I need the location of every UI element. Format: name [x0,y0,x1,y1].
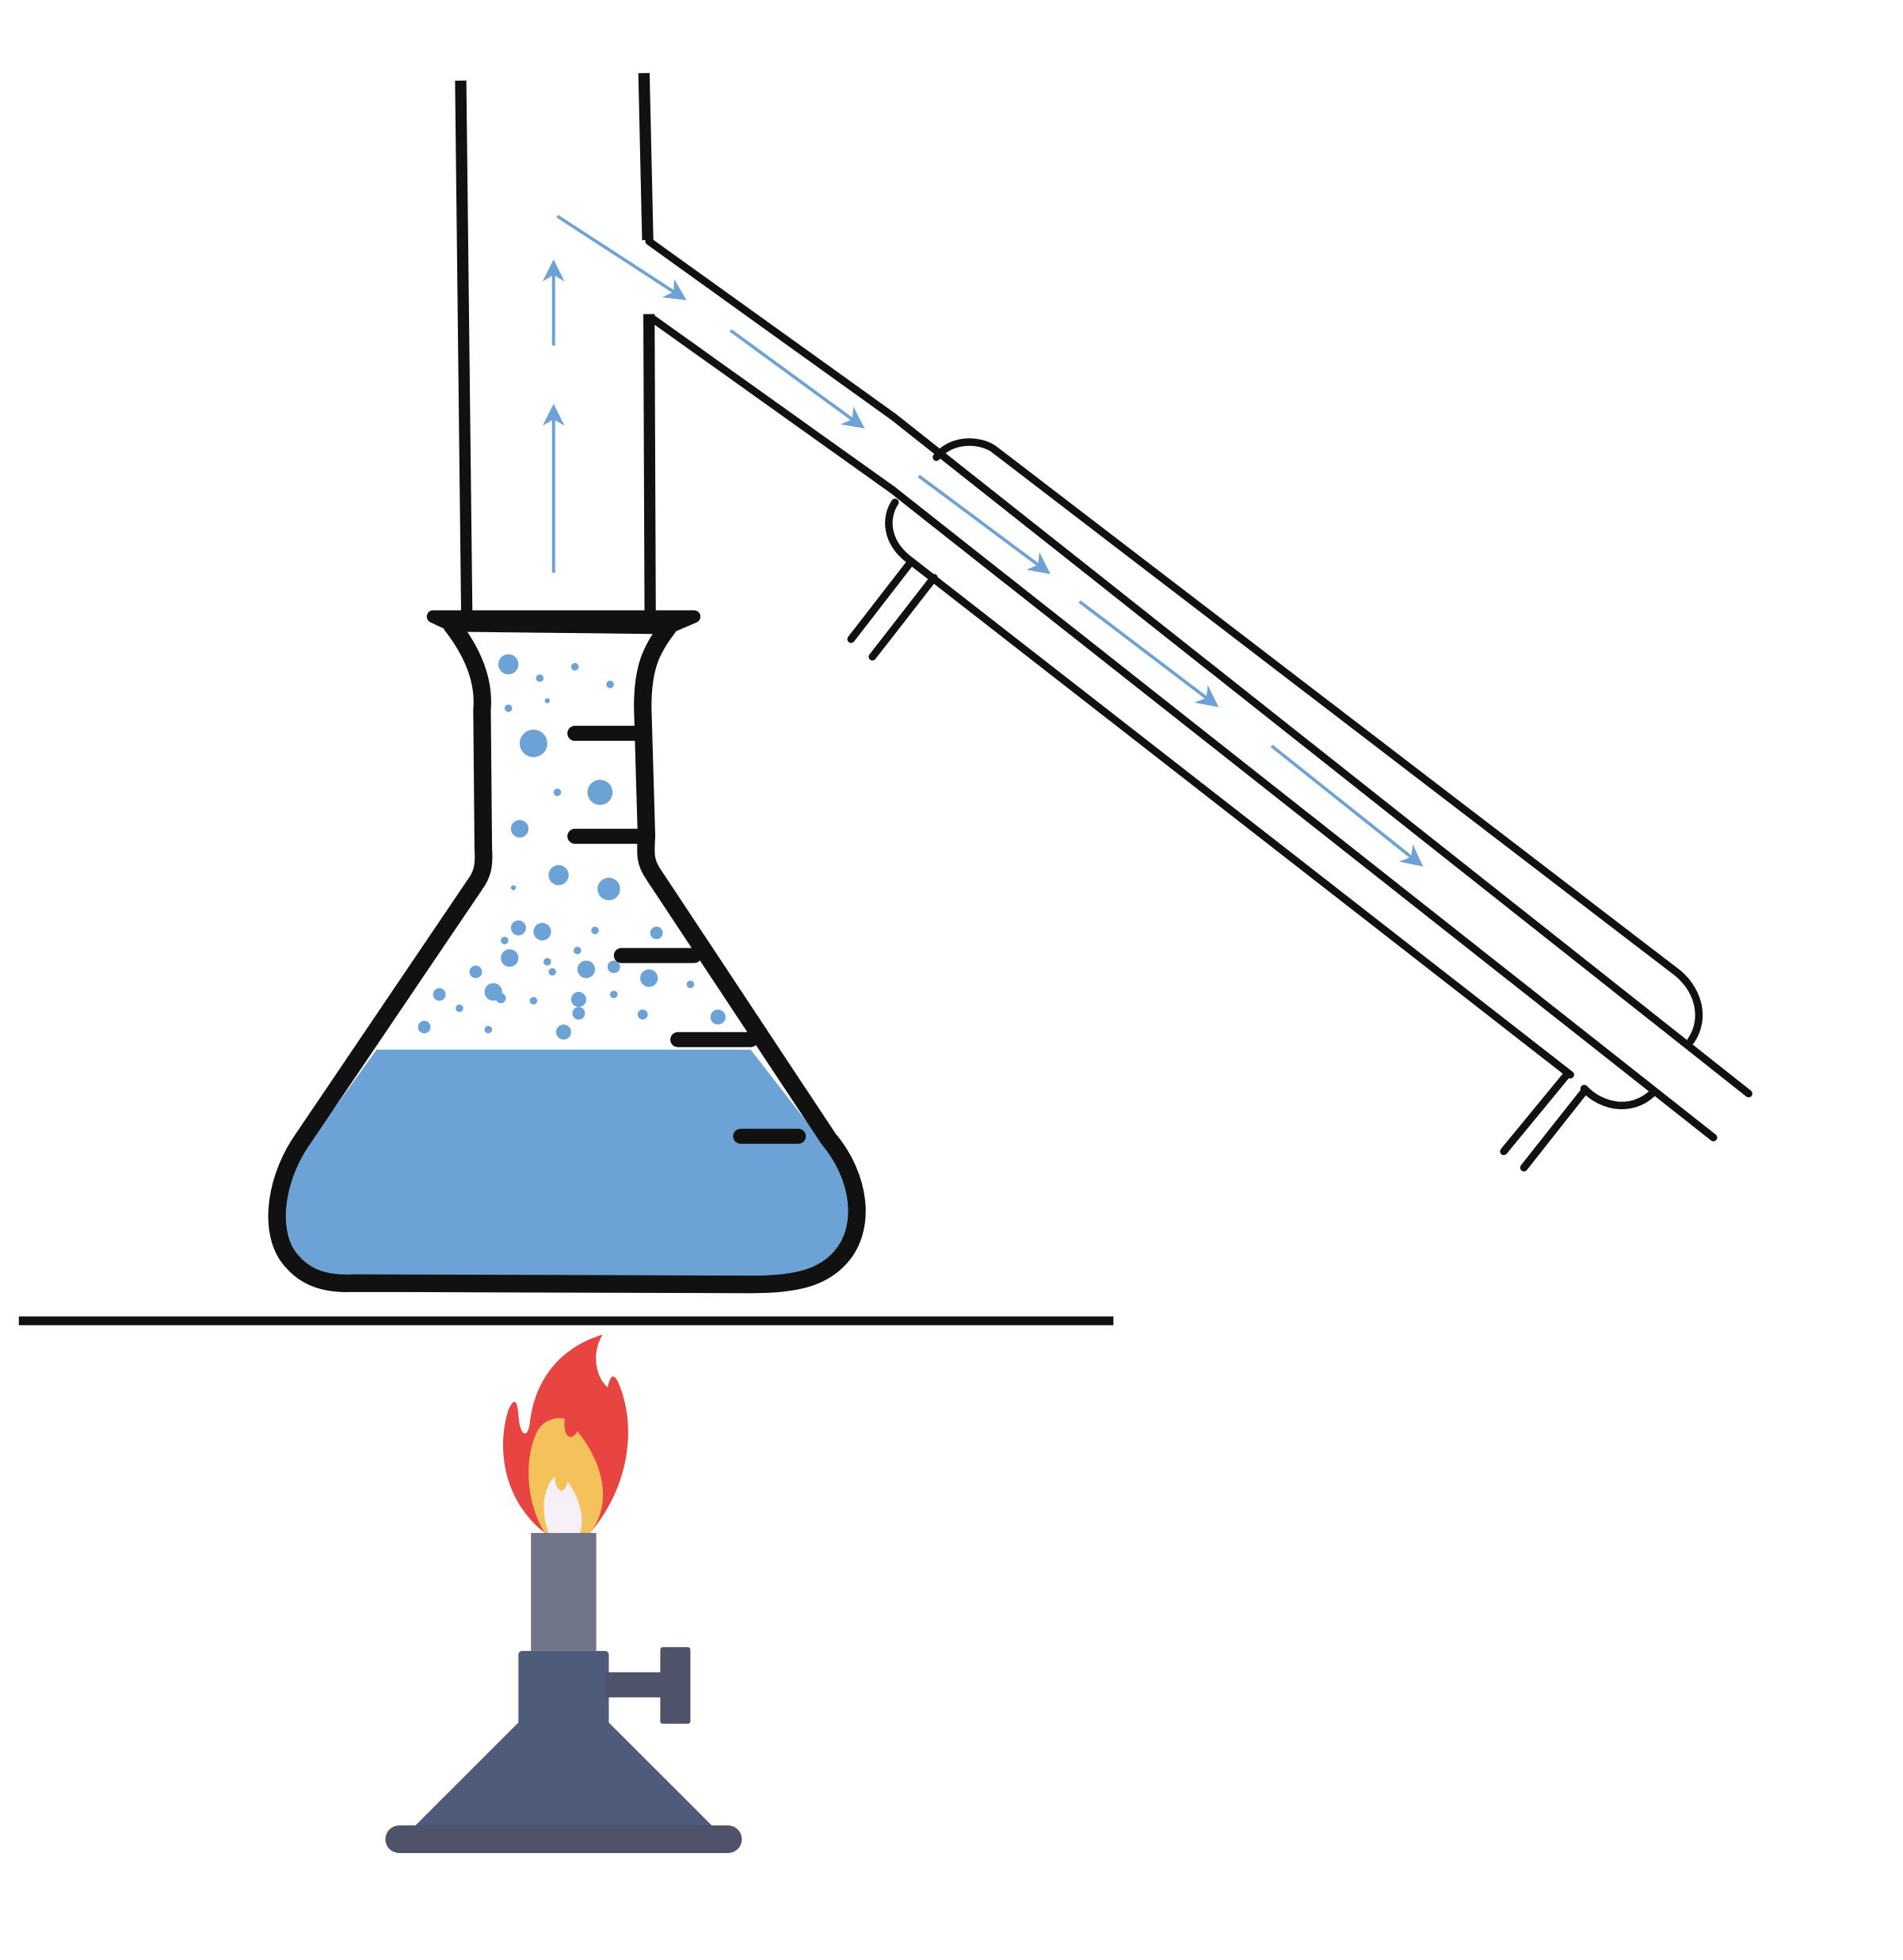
bubble [610,990,618,998]
inner-tube-bottom [888,486,1718,1142]
vapor-arrow-diag-2 [729,329,865,429]
burner-tube [531,1532,597,1651]
vapor-arrow-diag-1 [556,215,687,300]
upper-port [847,557,938,661]
flask-rim [426,610,701,635]
condenser-jacket-top [932,438,1703,1045]
bubble [504,704,513,712]
erlenmeyer-flask [268,610,866,1294]
bubble [510,819,529,838]
delivery-tube [645,237,898,494]
bubble [519,729,547,757]
bubble [544,698,550,704]
bubble [577,960,596,978]
bubble [607,960,620,974]
bubble [587,780,613,805]
bubble [597,877,620,901]
condenser [847,413,1752,1172]
bubble [606,681,614,688]
vertical-column [455,73,656,631]
bubble [686,980,695,989]
vapor-bubbles [418,654,726,1040]
bubble [484,1025,493,1034]
flask-body-outline [268,616,866,1294]
lower-port [1500,1070,1589,1172]
bubble [555,1024,571,1040]
bubble [710,1009,726,1025]
flow-arrows [542,215,1424,867]
condenser-jacket-bottom [885,498,1574,1079]
vapor-arrow-diag-3 [917,475,1051,574]
bubble [640,969,658,987]
bubble [548,865,569,886]
bubble [572,1007,585,1020]
flame-inner [543,1476,582,1533]
bubble [548,967,556,976]
burner-body [518,1650,609,1726]
bubble [591,926,599,935]
vapor-arrow-diag-4 [1078,600,1219,707]
burner-valve-knob [660,1647,691,1724]
bubble [510,885,517,890]
bubble [456,1004,463,1012]
bubble [553,788,562,796]
bubble [650,926,663,940]
bubble [498,654,519,675]
condenser-jacket-bottom-end [1580,1085,1656,1110]
burner-base [414,1722,713,1827]
bubble [536,674,544,682]
bubble [495,993,506,1004]
burner-foot [385,1825,742,1853]
graduation-marks [567,726,807,1144]
bubble [529,997,538,1005]
bubble [501,949,519,967]
bubble [510,920,526,936]
bubble [501,936,509,944]
vapor-arrow-diag-5 [1270,744,1424,867]
bubble [637,1009,648,1020]
burner-valve-stem [604,1672,663,1698]
flask-liquid [280,1049,854,1285]
inner-tube-top [890,413,1752,1098]
bubble [574,947,582,955]
bubble [570,662,579,671]
bubble [433,988,446,1001]
bubble [570,992,586,1008]
bubble [418,1020,431,1034]
bunsen-burner-icon [385,1532,742,1853]
bubble [543,958,551,966]
bubble [533,922,551,941]
bubble [469,965,482,978]
flame-icon [502,1334,628,1533]
